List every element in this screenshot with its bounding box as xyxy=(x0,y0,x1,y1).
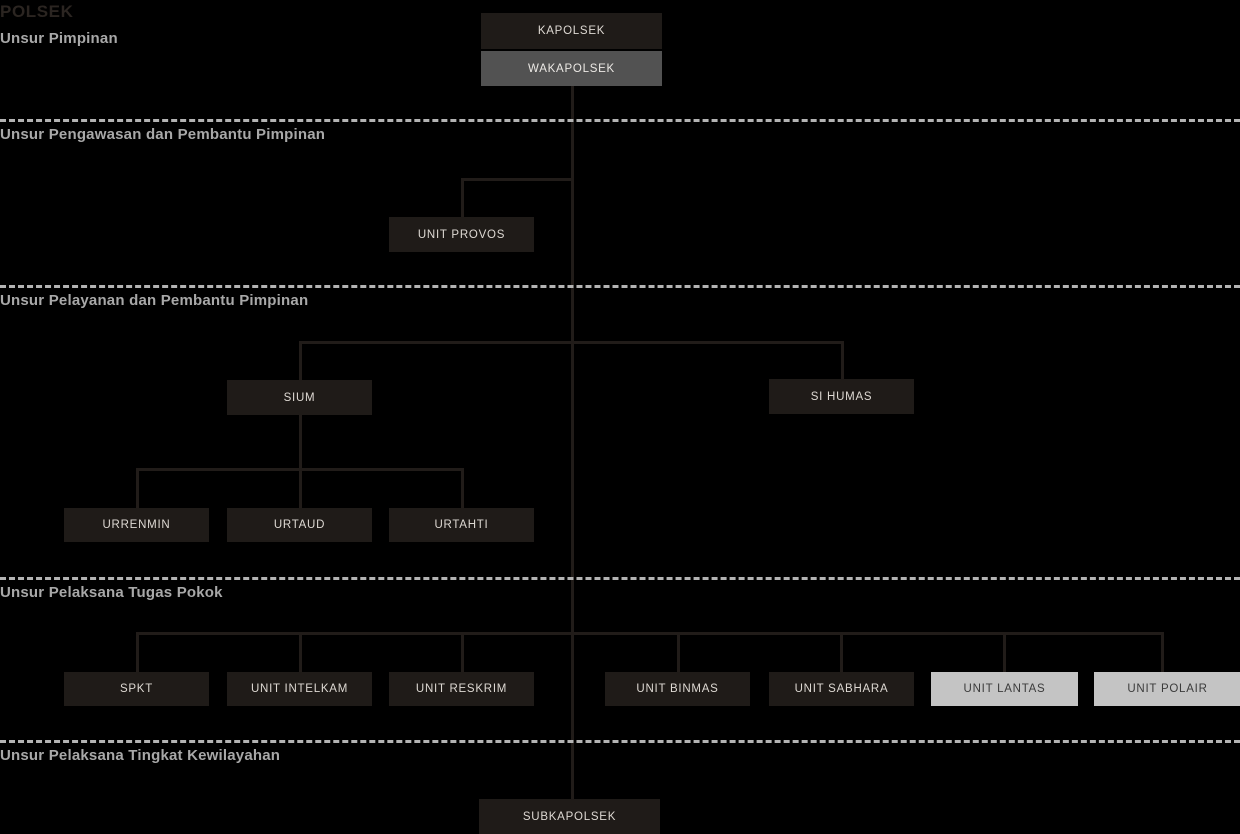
node-wakapolsek[interactable]: WAKAPOLSEK xyxy=(481,51,662,86)
connector-spkt-drop xyxy=(136,632,139,672)
connector-pelaksana-horizontal xyxy=(136,632,1164,635)
section-label-unsur-pengawasan: Unsur Pengawasan dan Pembantu Pimpinan xyxy=(0,126,326,143)
connector-sabhara-drop xyxy=(840,632,843,672)
node-unit-polair[interactable]: UNIT POLAIR xyxy=(1094,672,1240,706)
node-unit-intelkam[interactable]: UNIT INTELKAM xyxy=(227,672,372,706)
connector-urtahti-drop xyxy=(461,468,464,508)
connector-urtaud-drop xyxy=(299,468,302,508)
section-label-unsur-kewilayahan: Unsur Pelaksana Tingkat Kewilayahan xyxy=(0,747,281,764)
connector-urrenmin-drop xyxy=(136,468,139,508)
connector-reskrim-drop xyxy=(461,632,464,672)
connector-binmas-drop xyxy=(677,632,680,672)
section-label-unsur-pelayanan: Unsur Pelayanan dan Pembantu Pimpinan xyxy=(0,292,309,309)
connector-intelkam-drop xyxy=(299,632,302,672)
section-label-unsur-pimpinan: Unsur Pimpinan xyxy=(0,30,118,47)
node-unit-provos[interactable]: UNIT PROVOS xyxy=(389,217,534,252)
node-kapolsek[interactable]: KAPOLSEK xyxy=(481,13,662,49)
node-unit-binmas[interactable]: UNIT BINMAS xyxy=(605,672,750,706)
section-divider-pelaksana xyxy=(0,577,1240,580)
connector-provos-drop xyxy=(461,178,464,218)
node-unit-reskrim[interactable]: UNIT RESKRIM xyxy=(389,672,534,706)
page-title: POLSEK xyxy=(0,2,74,21)
connector-lantas-drop xyxy=(1003,632,1006,672)
node-urrenmin[interactable]: URRENMIN xyxy=(64,508,209,542)
connector-pelayanan-horizontal xyxy=(299,341,844,344)
node-spkt[interactable]: SPKT xyxy=(64,672,209,706)
node-subkapolsek[interactable]: SUBKAPOLSEK xyxy=(479,799,660,834)
node-si-humas[interactable]: SI HUMAS xyxy=(769,379,914,414)
node-urtaud[interactable]: URTAUD xyxy=(227,508,372,542)
section-divider-kewilayahan xyxy=(0,740,1240,743)
connector-sium-stem xyxy=(299,415,302,468)
node-urtahti[interactable]: URTAHTI xyxy=(389,508,534,542)
node-sium[interactable]: SIUM xyxy=(227,380,372,415)
section-divider-pelayanan xyxy=(0,285,1240,288)
node-unit-sabhara[interactable]: UNIT SABHARA xyxy=(769,672,914,706)
connector-sihumas-drop xyxy=(841,341,844,380)
section-label-unsur-pelaksana: Unsur Pelaksana Tugas Pokok xyxy=(0,584,223,601)
connector-polair-drop xyxy=(1161,632,1164,672)
connector-provos-horizontal xyxy=(461,178,574,181)
connector-main-trunk xyxy=(571,85,574,800)
section-divider-pengawasan xyxy=(0,119,1240,122)
connector-sium-drop xyxy=(299,341,302,380)
node-unit-lantas[interactable]: UNIT LANTAS xyxy=(931,672,1078,706)
